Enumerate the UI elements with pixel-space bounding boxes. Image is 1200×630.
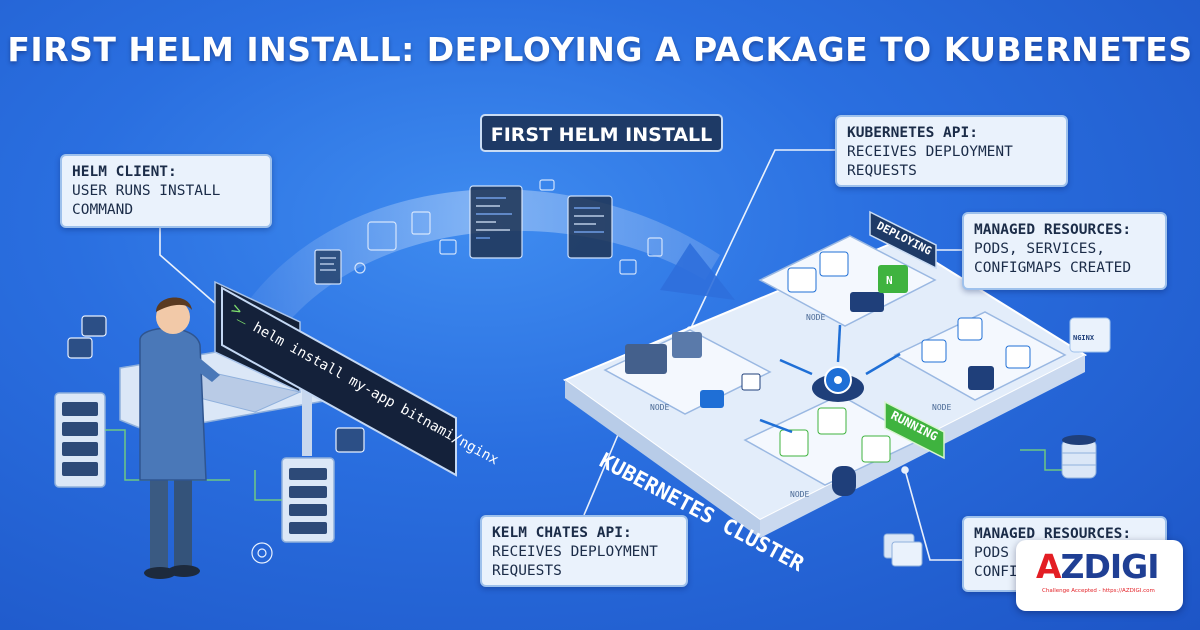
cluster-connection-arrows — [759, 324, 901, 434]
logo-letter-a: A — [1036, 547, 1062, 586]
logo-word-rest: ZDIGI — [1060, 547, 1160, 586]
node-label-top: NODE — [806, 313, 825, 322]
floating-file-icons — [314, 179, 663, 285]
callout-body: RECEIVES DEPLOYMENT REQUESTS — [847, 144, 1013, 179]
node-left: NODE — [603, 329, 772, 415]
database-icon — [1061, 435, 1097, 479]
node-top: N NODE — [758, 235, 937, 327]
gear-icon — [251, 542, 273, 564]
callout-body: PODS, SERVICES, CONFIGMAPS CREATED — [974, 241, 1132, 276]
callout-helm-client: HELM CLIENT: USER RUNS INSTALL COMMAND — [60, 154, 272, 228]
nginx-side-tag: NGINX — [1069, 317, 1111, 353]
right-circuit-lines — [1020, 449, 1062, 471]
server-rack-left — [54, 392, 106, 488]
mail-icon — [539, 179, 555, 191]
kubernetes-control-plane-icon — [812, 366, 864, 402]
callout-body: RECEIVES DEPLOYMENT REQUESTS — [492, 544, 658, 579]
node-label-bottom: NODE — [790, 490, 809, 499]
node-right: NODE — [893, 311, 1067, 412]
node-bottom: NODE — [743, 394, 922, 499]
callout-title: HELM CLIENT: — [72, 164, 177, 180]
flow-arrowhead — [660, 243, 735, 300]
callout-kelm-charts-api: KELM CHATES API: RECEIVES DEPLOYMENT REQ… — [480, 515, 688, 587]
callout-body: USER RUNS INSTALL COMMAND — [72, 183, 221, 218]
callout-title: KUBERNETES API: — [847, 125, 978, 141]
code-tag-icon-2 — [619, 259, 637, 275]
person-user — [139, 297, 220, 579]
nginx-tag-label: NGINX — [1073, 334, 1095, 342]
azdigi-logo[interactable]: AZDIGI Challenge Accepted - https://AZDI… — [1016, 540, 1183, 611]
logo-tagline: Challenge Accepted - https://AZDIGI.com — [1042, 588, 1155, 594]
node-label-left: NODE — [650, 403, 669, 412]
page-title: FIRST HELM INSTALL: DEPLOYING A PACKAGE … — [7, 30, 1193, 69]
folder-stack-icon — [883, 533, 923, 567]
callout-title: MANAGED RESOURCES: — [974, 526, 1132, 542]
server-rack-right — [281, 457, 335, 543]
nginx-pod-box — [878, 265, 908, 293]
code-tag-icon — [439, 239, 457, 255]
callout-managed-resources: MANAGED RESOURCES: PODS, SERVICES, CONFI… — [962, 212, 1167, 290]
callout-kubernetes-api: KUBERNETES API: RECEIVES DEPLOYMENT REQU… — [835, 115, 1068, 187]
logo-wordmark: AZDIGI — [1036, 547, 1160, 586]
dot-icon — [354, 262, 366, 274]
small-widget-icons — [67, 315, 365, 564]
pod-box-letter: N — [886, 274, 893, 287]
callout-title: KELM CHATES API: — [492, 525, 632, 541]
first-helm-install-pill: FIRST HELM INSTALL — [480, 114, 723, 152]
folder-icon — [367, 221, 397, 251]
document-icon — [411, 211, 431, 235]
small-doc-icon — [647, 237, 663, 257]
code-file-icon — [314, 249, 342, 285]
callout-title: MANAGED RESOURCES: — [974, 222, 1132, 238]
code-panel-icon — [567, 195, 613, 259]
code-bubble-icon — [335, 427, 365, 453]
node-label-right: NODE — [932, 403, 951, 412]
